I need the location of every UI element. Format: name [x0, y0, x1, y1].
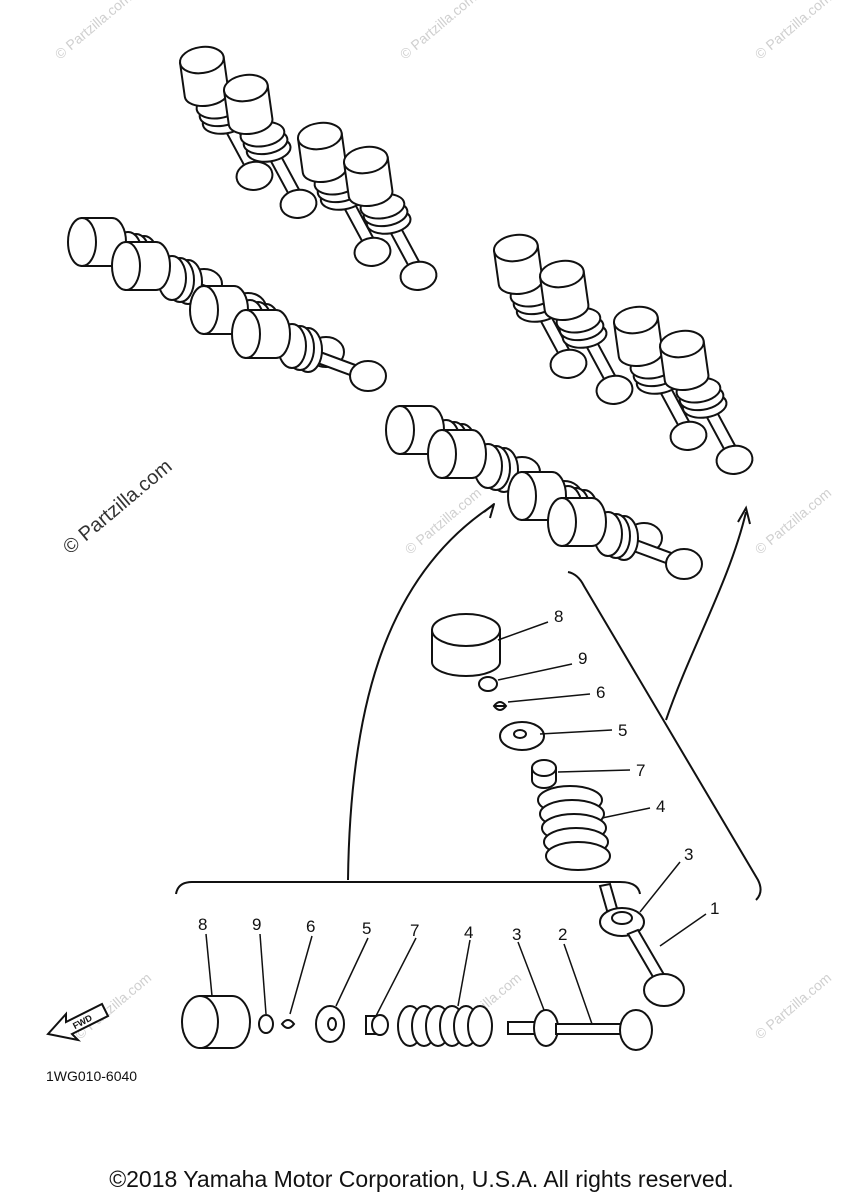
lifter-bucket — [181, 995, 251, 1049]
row-leaders — [205, 933, 593, 1025]
valve — [626, 928, 685, 1007]
callout-number: 4 — [656, 797, 665, 816]
callout-number: 2 — [558, 925, 567, 944]
row-callouts: 8 9 6 5 7 4 3 2 — [198, 915, 567, 944]
cylinder-group-left-horizontal — [67, 217, 387, 392]
callout-number: 7 — [636, 761, 645, 780]
valve-spring-seat — [598, 882, 645, 937]
watermark: © Partzilla.com — [752, 0, 835, 62]
lifter-bucket — [431, 613, 501, 677]
cylinder-group-middle-horizontal — [385, 405, 703, 580]
exploded-stack — [431, 613, 685, 1007]
watermark: © Partzilla.com — [752, 484, 835, 557]
watermark: © Partzilla.com — [52, 0, 135, 62]
callout-number: 9 — [578, 649, 587, 668]
valve-cotter — [280, 1019, 296, 1029]
copyright-text: ©2018 Yamaha Motor Corporation, U.S.A. A… — [109, 1166, 734, 1192]
callout-number: 4 — [464, 923, 473, 942]
valve-pad — [478, 676, 498, 692]
valve-stem-seal — [531, 759, 557, 789]
callout-number: 8 — [198, 915, 207, 934]
valve-spring — [397, 1005, 493, 1047]
callout-number: 6 — [596, 683, 605, 702]
watermark: © Partzilla.com — [397, 0, 480, 62]
stack-leaders — [497, 621, 707, 947]
valve — [555, 1009, 653, 1051]
valve-spring — [537, 785, 611, 871]
watermark-large: © Partzilla.com — [59, 455, 176, 558]
spring-retainer — [315, 1005, 345, 1043]
callout-number: 5 — [618, 721, 627, 740]
assembly-arrows — [347, 503, 751, 881]
callout-number: 3 — [684, 845, 693, 864]
callout-number: 1 — [710, 899, 719, 918]
watermark: © Partzilla.com — [752, 969, 835, 1042]
spring-retainer — [499, 721, 545, 751]
valve-pad — [258, 1014, 274, 1034]
valve-cotter — [492, 701, 508, 711]
callout-number: 8 — [554, 607, 563, 626]
valve-stem-seal — [365, 1014, 389, 1036]
cylinder-group-upper-vertical — [177, 38, 440, 299]
callout-number: 7 — [410, 921, 419, 940]
cylinder-group-right-vertical — [491, 226, 756, 483]
callout-number: 9 — [252, 915, 261, 934]
brackets — [175, 571, 762, 901]
callout-number: 6 — [306, 917, 315, 936]
stack-callouts: 8 9 6 5 7 4 3 1 — [554, 607, 719, 918]
watermark: © Partzilla.com — [72, 969, 155, 1042]
watermarks: © Partzilla.com © Partzilla.com © Partzi… — [52, 0, 835, 1042]
valve-spring-seat — [507, 1009, 559, 1047]
diagram-code: 1WG010-6040 — [46, 1068, 138, 1084]
exploded-row — [181, 995, 653, 1051]
fwd-arrow-icon: FWD — [46, 1002, 110, 1042]
callout-number: 5 — [362, 919, 371, 938]
callout-number: 3 — [512, 925, 521, 944]
